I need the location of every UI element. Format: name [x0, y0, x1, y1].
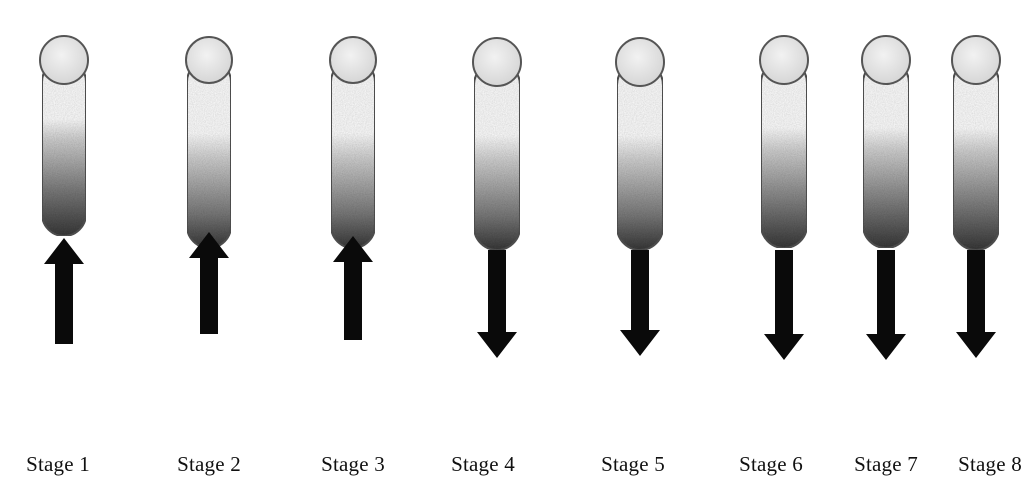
stage-4-figure — [473, 38, 521, 358]
stage-1-label: Stage 1 — [26, 452, 90, 477]
stage-6-tube — [761, 60, 807, 248]
stage-2-tube — [187, 60, 231, 248]
stage-8-label: Stage 8 — [958, 452, 1022, 477]
arrow-up-icon — [44, 238, 84, 344]
stage-5-figure — [616, 38, 664, 356]
stage-5-label: Stage 5 — [601, 452, 665, 477]
stage-1-tube — [42, 60, 86, 236]
arrow-up-icon — [333, 236, 373, 340]
stage-7-bulb — [862, 36, 910, 84]
stage-8-tube — [953, 60, 999, 250]
arrow-down-icon — [620, 250, 660, 356]
stage-5-tube — [617, 62, 663, 250]
stage-3-tube — [331, 60, 375, 248]
stage-1-bulb — [40, 36, 88, 84]
arrow-down-icon — [477, 250, 517, 358]
arrow-down-icon — [866, 250, 906, 360]
stage-1-figure — [40, 36, 88, 344]
stage-3-figure — [330, 37, 376, 340]
stage-3-label: Stage 3 — [321, 452, 385, 477]
stage-7-label: Stage 7 — [854, 452, 918, 477]
stage-7-figure — [862, 36, 910, 360]
stage-6-label: Stage 6 — [739, 452, 803, 477]
arrow-down-icon — [956, 250, 996, 358]
stage-4-tube — [474, 62, 520, 250]
stage-6-figure — [760, 36, 808, 360]
stage-7-tube — [863, 60, 909, 248]
stage-3-bulb — [330, 37, 376, 83]
stage-6-bulb — [760, 36, 808, 84]
stage-8-figure — [952, 36, 1000, 358]
arrow-down-icon — [764, 250, 804, 360]
stage-5-bulb — [616, 38, 664, 86]
stage-2-label: Stage 2 — [177, 452, 241, 477]
stage-2-figure — [186, 37, 232, 334]
stage-2-bulb — [186, 37, 232, 83]
stage-8-bulb — [952, 36, 1000, 84]
arrow-up-icon — [189, 232, 229, 334]
stage-4-label: Stage 4 — [451, 452, 515, 477]
stage-4-bulb — [473, 38, 521, 86]
